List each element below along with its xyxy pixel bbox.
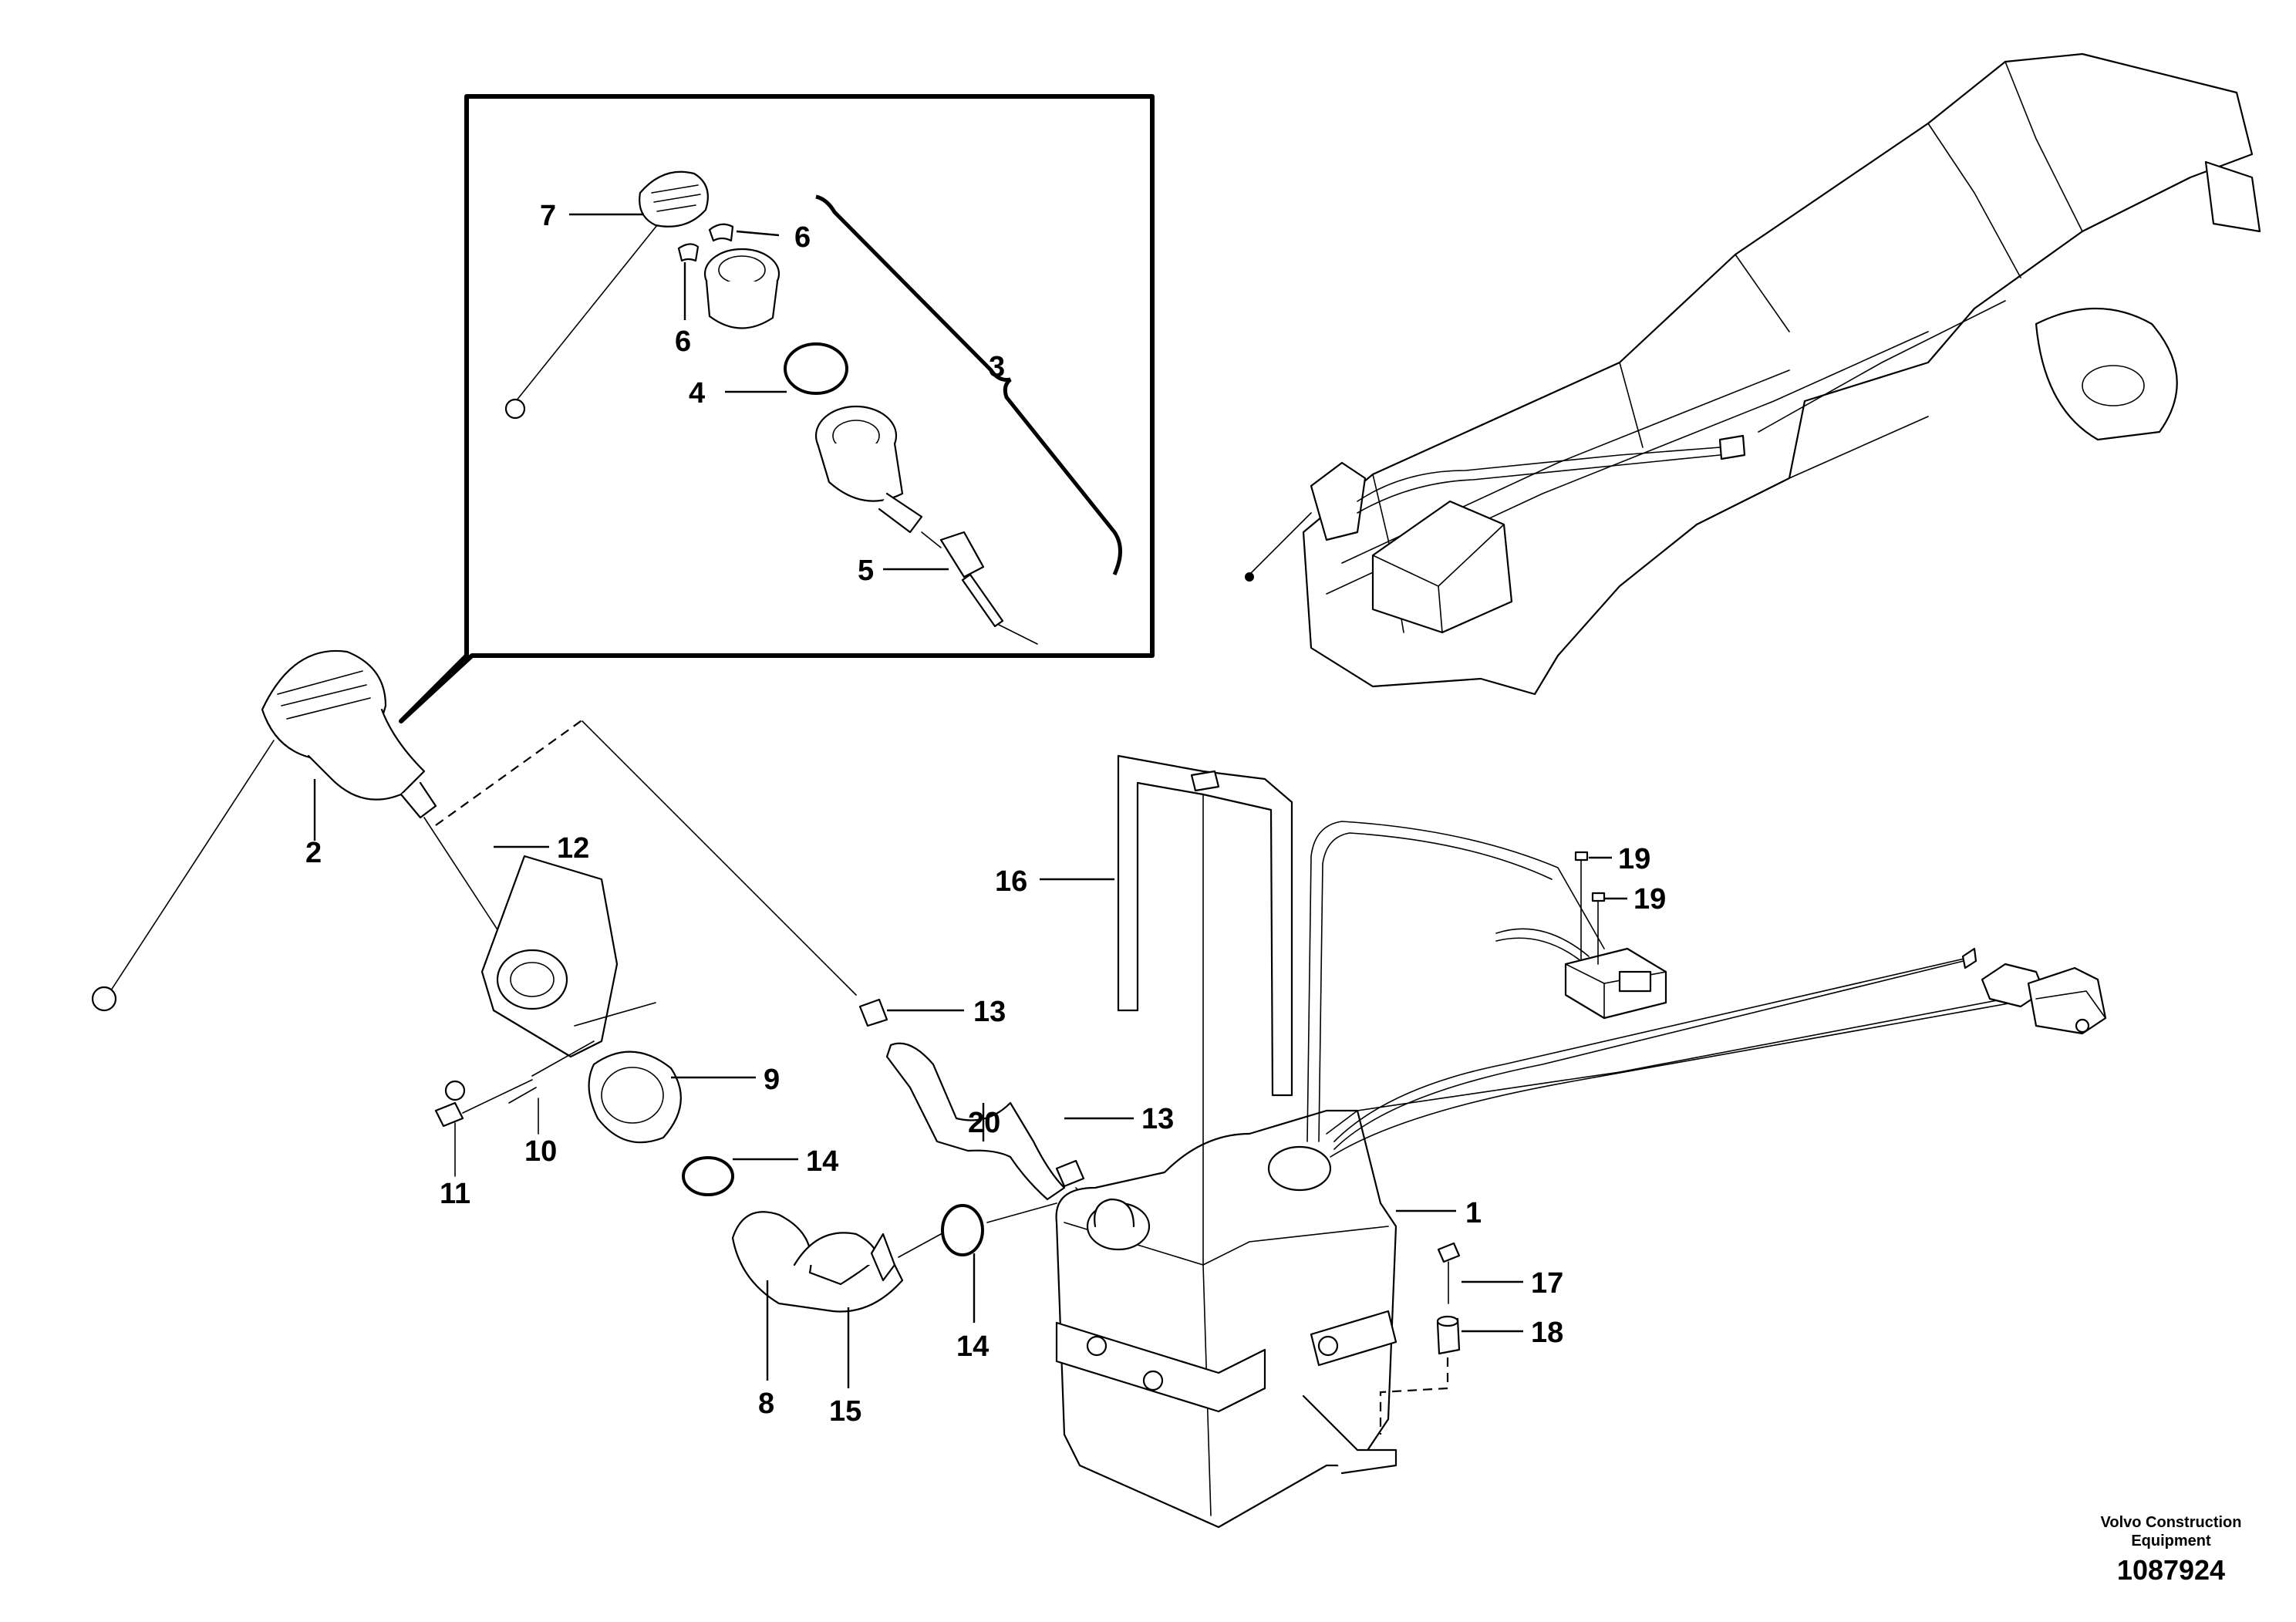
callout-19-lower: 19: [1633, 883, 1666, 916]
credit-line-2: Equipment: [2131, 1533, 2211, 1549]
credit-line-1: Volvo Construction: [2101, 1514, 2242, 1531]
callout-17: 17: [1531, 1267, 1563, 1300]
callout-13-upper: 13: [973, 996, 1006, 1028]
callout-20: 20: [968, 1107, 1000, 1139]
dashed-link-line: [435, 717, 587, 826]
tank-strap-part: [1117, 754, 1293, 1097]
callout-7: 7: [540, 200, 556, 232]
strainer-body: [814, 405, 923, 534]
wiring-harness: [1306, 821, 2037, 1158]
clip-part-lower: [677, 243, 700, 262]
filler-neck-adapter: [703, 248, 781, 329]
level-sensor-part: [921, 531, 1038, 645]
clip-part-upper: [708, 223, 734, 242]
elbow-hose-part: [731, 1211, 904, 1313]
callout-18: 18: [1531, 1317, 1563, 1349]
drawing-credit: Volvo Construction Equipment 1087924: [2101, 1514, 2242, 1586]
filler-cap-part: [504, 170, 709, 420]
filler-cap-assembly: [91, 649, 437, 1012]
reservoir-tank: [1055, 786, 1397, 1529]
screw-and-spacer: [1379, 1242, 1461, 1435]
callout-1: 1: [1465, 1197, 1482, 1229]
document-number: 1087924: [2117, 1554, 2225, 1586]
callout-9: 9: [764, 1064, 780, 1096]
callout-13-lower: 13: [1141, 1103, 1174, 1135]
callout-12: 12: [557, 832, 589, 865]
callout-15: 15: [829, 1395, 861, 1428]
callout-4: 4: [689, 377, 705, 410]
callout-3: 3: [989, 351, 1005, 383]
o-ring-part: [784, 342, 848, 395]
machine-frame: [1245, 52, 2261, 696]
callout-6-upper: 6: [794, 221, 811, 254]
connector-block: [1564, 851, 1667, 1020]
callout-11: 11: [440, 1178, 470, 1210]
screw-and-washer: [434, 1040, 595, 1177]
callout-5: 5: [858, 555, 874, 587]
callout-labels: 7 6 6 4 3 5 2 12 16 19 19 13 13 9 20 14 …: [305, 200, 1666, 1428]
leader-lines: [313, 213, 1627, 1388]
bracket-3: [815, 194, 1122, 576]
frame-tank: [1371, 500, 1513, 634]
callout-8: 8: [758, 1388, 774, 1420]
gasket-part: [588, 1050, 682, 1144]
vent-hose-part: [582, 720, 1111, 1227]
harness-connector: [1981, 963, 2107, 1035]
hose-clamp-part-upper: [682, 1156, 734, 1196]
callout-19-upper: 19: [1618, 843, 1650, 875]
callout-14-upper: 14: [806, 1145, 838, 1178]
filler-neck-tube: [423, 817, 656, 1058]
hose-clamp-part-lower: [941, 1204, 984, 1256]
callout-16: 16: [995, 865, 1027, 898]
callout-2: 2: [305, 837, 322, 869]
callout-10: 10: [524, 1135, 557, 1168]
callout-14-lower: 14: [956, 1330, 989, 1363]
callout-6-lower: 6: [675, 325, 691, 358]
detail-inset: [399, 94, 1155, 723]
